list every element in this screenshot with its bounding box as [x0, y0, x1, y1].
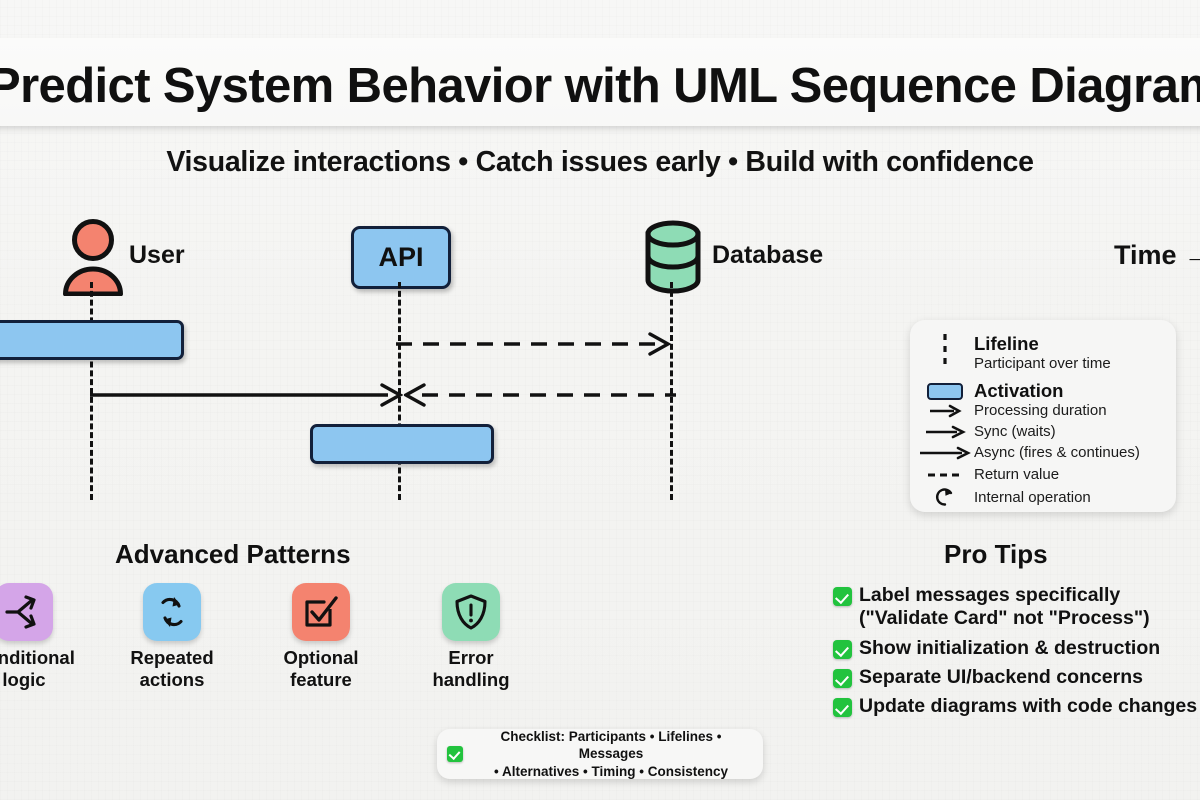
database-cylinder-icon	[645, 220, 701, 294]
legend-row-internal-operation: Internal operation	[916, 486, 1091, 508]
title-band	[0, 38, 1200, 126]
pattern-error-handling[interactable]: Error handling	[415, 583, 527, 691]
legend-row-processing-duration: Processing duration	[916, 402, 1107, 419]
time-axis-label: Time →	[1114, 240, 1200, 270]
checklist-line2: • Alternatives • Timing • Consistency	[494, 763, 728, 779]
legend-lifeline-subtitle: Participant over time	[974, 354, 1111, 372]
pro-tip-item: Show initialization & destruction	[833, 637, 1160, 660]
pattern-label-line1: Conditional	[0, 647, 75, 668]
pattern-label-line1: Error	[448, 647, 494, 668]
checklist-line1: Checklist: Participants • Lifelines • Me…	[500, 729, 722, 762]
lifeline-api	[398, 282, 401, 500]
pattern-error-handling-label: Error handling	[415, 647, 527, 691]
legend-return-value-label: Return value	[974, 466, 1060, 483]
advanced-patterns-heading: Advanced Patterns	[115, 539, 351, 569]
page-title: Predict System Behavior with UML Sequenc…	[0, 59, 1200, 113]
pattern-optional-feature-label: Optional feature	[265, 647, 377, 691]
participant-user-label: User	[129, 241, 185, 269]
check-icon	[833, 640, 852, 659]
participant-api: API	[351, 226, 451, 289]
legend-panel: Lifeline Participant over time Activatio…	[910, 320, 1176, 512]
message-database-to-api-return	[404, 383, 676, 407]
shield-exclamation-icon	[442, 583, 500, 641]
long-arrow-icon	[916, 445, 974, 461]
pattern-label-line2: actions	[139, 668, 205, 690]
legend-lifeline-title: Lifeline	[974, 332, 1039, 354]
pro-tips-heading: Pro Tips	[944, 539, 1048, 569]
participant-user	[60, 218, 126, 297]
pattern-repeated-actions-label: Repeated actions	[116, 647, 228, 691]
checklist-text: Checklist: Participants • Lifelines • Me…	[469, 728, 753, 780]
message-api-to-database	[396, 332, 672, 356]
refresh-loop-icon	[143, 583, 201, 641]
legend-row-async: Async (fires & continues)	[916, 444, 1140, 461]
check-icon	[833, 669, 852, 688]
pattern-label-line2: logic	[2, 668, 46, 690]
participant-database-label: Database	[712, 241, 824, 269]
legend-processing-duration-label: Processing duration	[974, 402, 1107, 419]
check-icon	[447, 746, 463, 762]
sequence-diagram: User API Database	[0, 196, 1200, 516]
legend-sync-label: Sync (waits)	[974, 423, 1056, 440]
short-arrow-icon	[916, 403, 974, 419]
message-user-to-api	[90, 383, 404, 407]
activation-bar-user	[0, 320, 184, 360]
legend-row-activation: Activation	[916, 380, 1063, 402]
check-icon	[833, 698, 852, 717]
pattern-label-line1: Optional	[283, 647, 359, 668]
pattern-conditional-logic-label: Conditional logic	[0, 647, 80, 691]
pro-tip-item: Update diagrams with code changes	[833, 695, 1197, 718]
checklist-pill: Checklist: Participants • Lifelines • Me…	[437, 729, 763, 779]
pro-tip-line2: ("Validate Card" not "Process")	[859, 606, 1150, 629]
participant-database	[640, 218, 706, 296]
dashed-vertical-line-icon	[916, 332, 974, 372]
pro-tip-text: Show initialization & destruction	[859, 637, 1161, 659]
pattern-conditional-logic[interactable]: Conditional logic	[0, 583, 80, 691]
page-subtitle: Visualize interactions • Catch issues ea…	[166, 146, 1034, 178]
legend-activation-title: Activation	[974, 380, 1064, 401]
user-actor-icon	[63, 219, 123, 297]
lifeline-user	[90, 282, 93, 500]
legend-internal-operation-label: Internal operation	[974, 488, 1091, 506]
legend-async-label: Async (fires & continues)	[974, 444, 1140, 461]
participant-api-label: API	[378, 242, 424, 272]
checkbox-checked-icon	[292, 583, 350, 641]
pro-tip-item: Separate UI/backend concerns	[833, 666, 1143, 689]
check-icon	[833, 587, 852, 606]
circular-arrow-icon	[916, 486, 974, 508]
pattern-label-line2: handling	[432, 668, 510, 690]
pattern-optional-feature[interactable]: Optional feature	[265, 583, 377, 691]
legend-row-return-value: Return value	[916, 466, 1059, 483]
legend-row-sync: Sync (waits)	[916, 423, 1056, 440]
pro-tip-text: Separate UI/backend concerns	[859, 666, 1143, 688]
dashed-arrow-icon	[916, 468, 974, 482]
activation-bar-api	[310, 424, 494, 464]
legend-row-lifeline: Lifeline Participant over time	[916, 332, 1111, 372]
lifeline-database	[670, 282, 673, 500]
pattern-repeated-actions[interactable]: Repeated actions	[116, 583, 228, 691]
pro-tip-text: Update diagrams with code changes	[859, 695, 1198, 717]
pro-tip-text: Label messages specifically ("Validate C…	[859, 584, 1150, 629]
pro-tip-line1: Label messages specifically	[859, 584, 1121, 606]
branch-arrows-icon	[0, 583, 53, 641]
activation-swatch-icon	[916, 382, 974, 400]
pattern-label-line1: Repeated	[130, 647, 214, 668]
pro-tip-item: Label messages specifically ("Validate C…	[833, 584, 1150, 629]
pattern-label-line2: feature	[290, 668, 352, 690]
medium-arrow-icon	[916, 424, 974, 440]
